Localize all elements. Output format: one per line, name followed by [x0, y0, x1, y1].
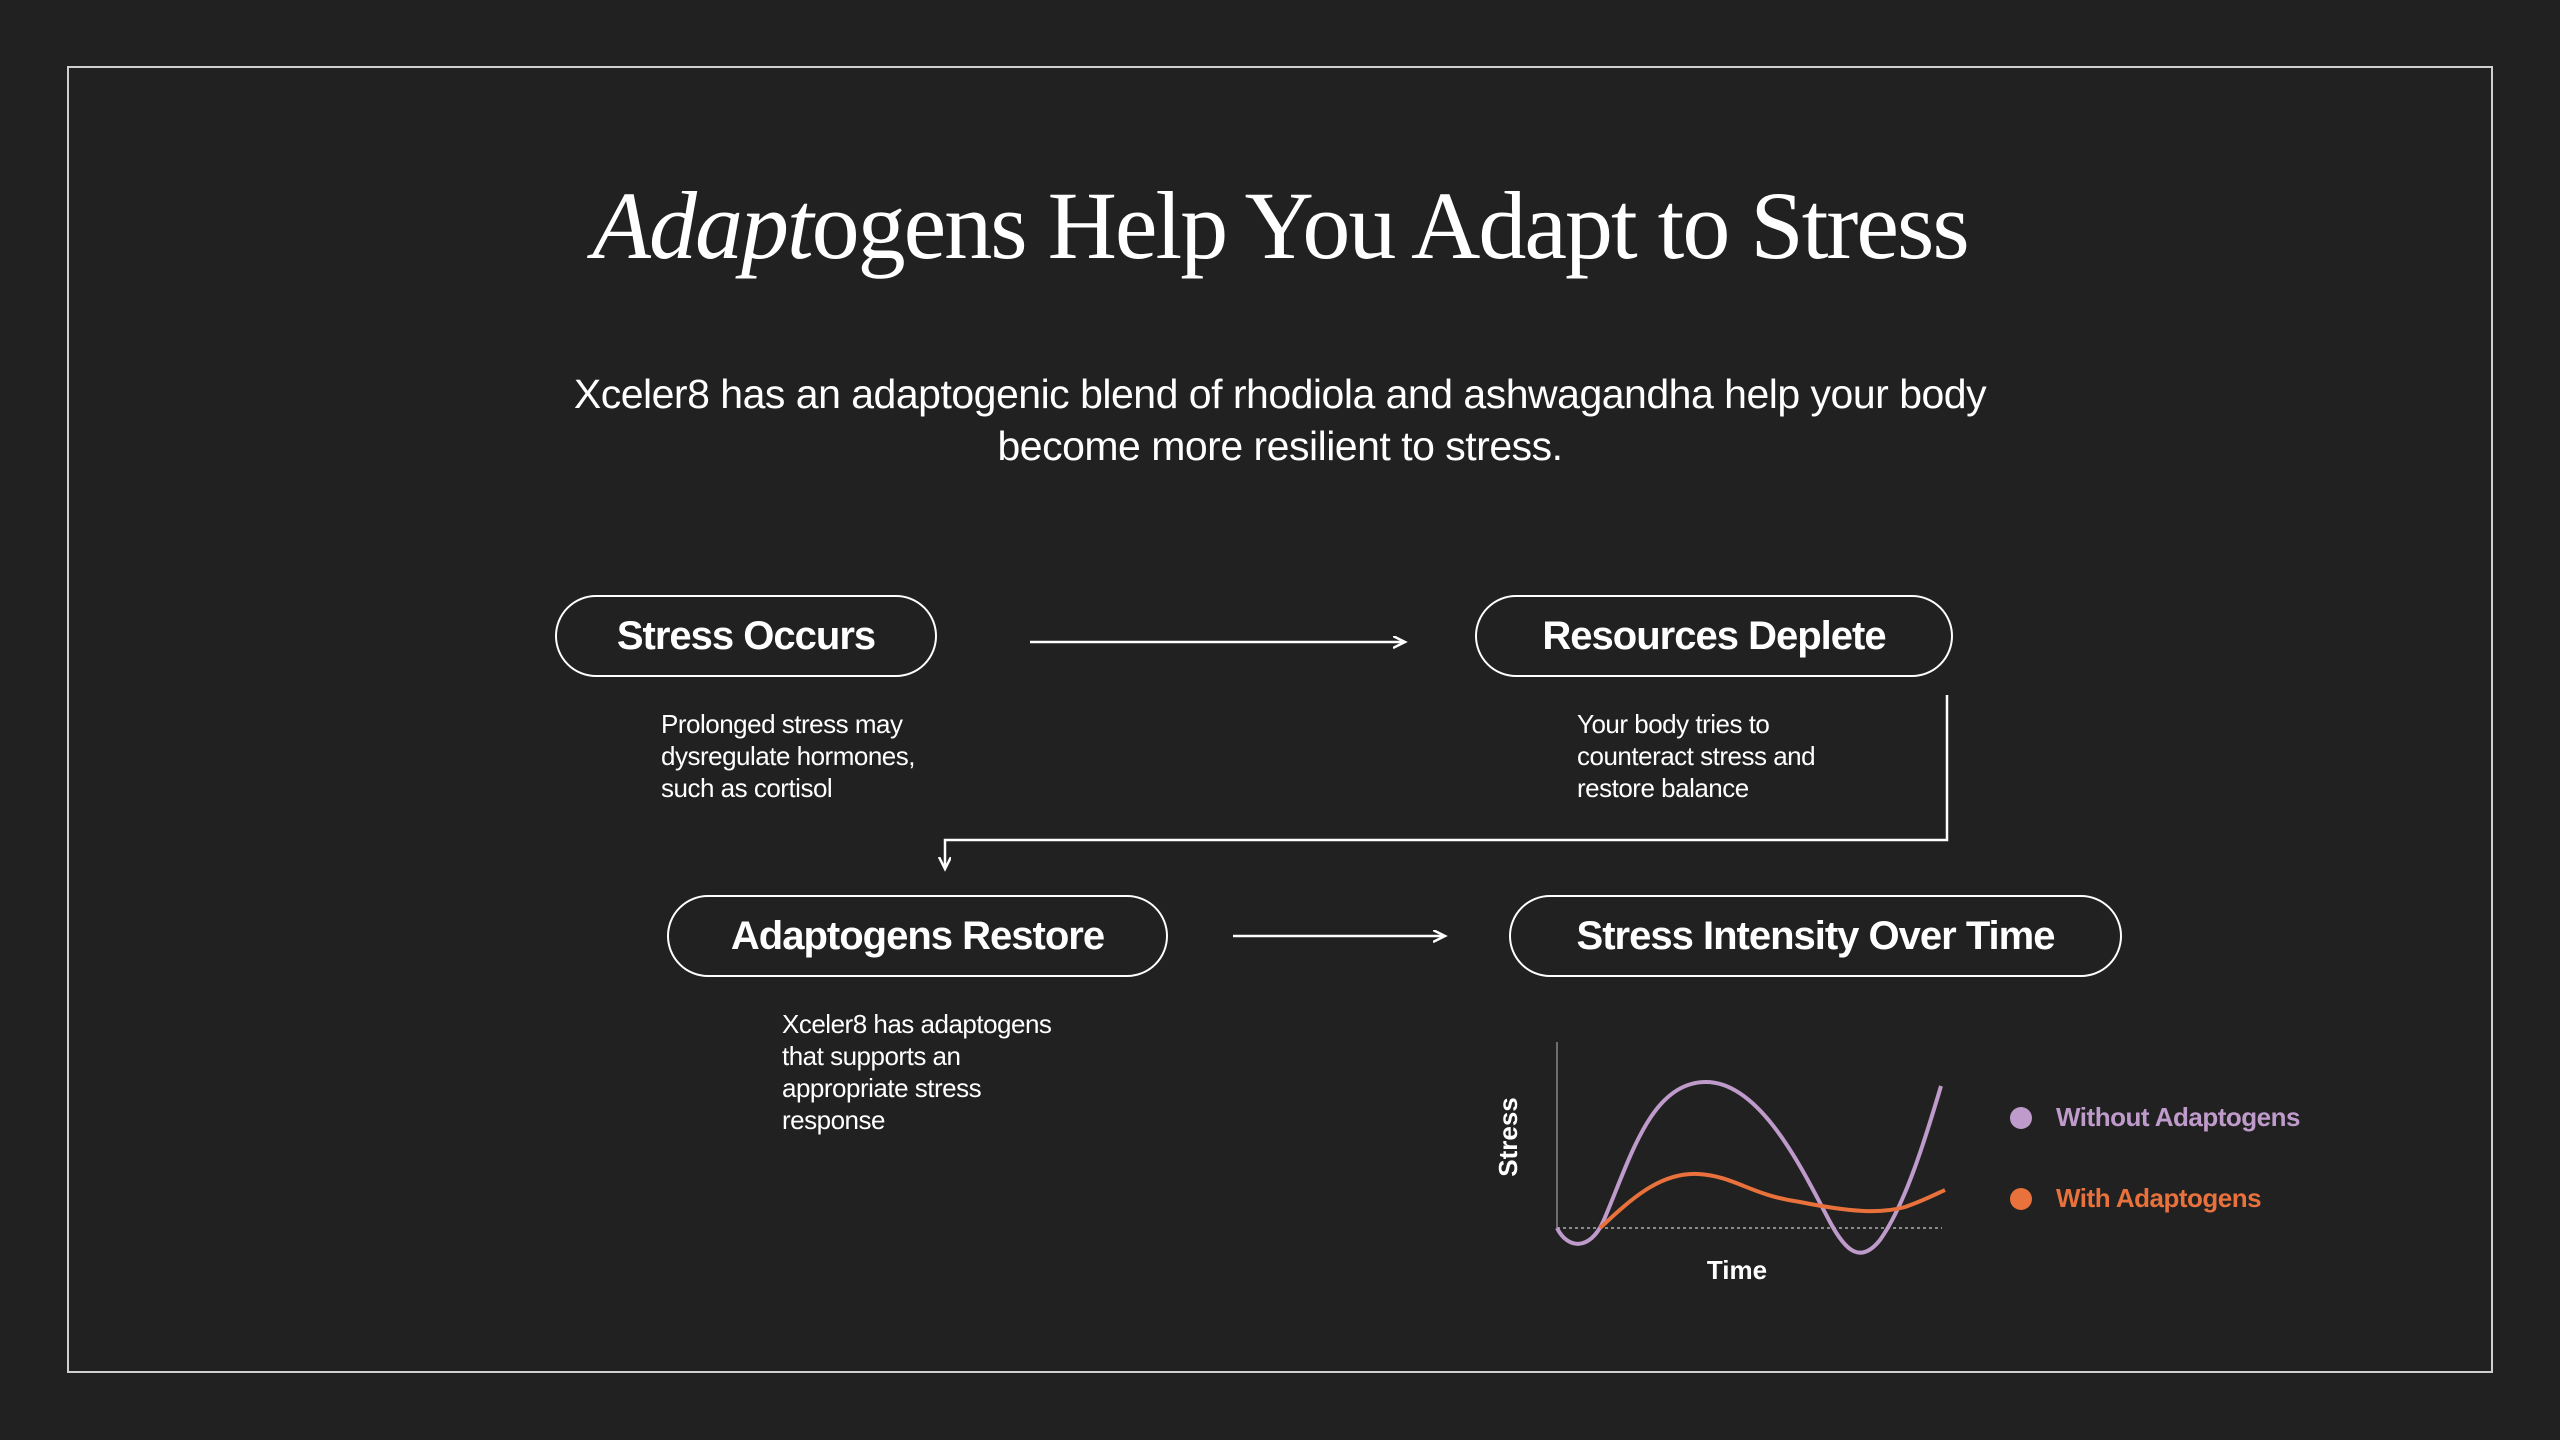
step-stress-intensity: Stress Intensity Over Time [1509, 895, 2122, 977]
legend-label-with: With Adaptogens [2056, 1183, 2262, 1213]
desc-line: Xceler8 has adaptogens [782, 1009, 1052, 1039]
slide-subtitle: Xceler8 has an adaptogenic blend of rhod… [540, 368, 2020, 472]
subtitle-line-2: become more resilient to stress. [997, 423, 1563, 469]
step-adaptogens-restore-description: Xceler8 has adaptogens that supports an … [782, 1008, 1052, 1136]
subtitle-line-1: Xceler8 has an adaptogenic blend of rhod… [573, 371, 1987, 417]
step-resources-deplete-label: Resources Deplete [1542, 613, 1886, 658]
series-with-adaptogens-line [1598, 1171, 1946, 1230]
chart-y-label: Stress [1493, 1097, 1523, 1177]
step-adaptogens-restore: Adaptogens Restore [667, 895, 1168, 977]
legend-with-adaptogens: With Adaptogens [2010, 1183, 2262, 1214]
desc-line: restore balance [1577, 773, 1749, 803]
desc-line: appropriate stress [782, 1073, 982, 1103]
slide-frame [67, 66, 2493, 1373]
title-italic-part: Adapt [592, 172, 813, 279]
desc-line: that supports an [782, 1041, 961, 1071]
slide-title: Adaptogens Help You Adapt to Stress [0, 178, 2560, 274]
title-roman-part: ogens Help You Adapt to Stress [811, 172, 1970, 279]
step-resources-deplete: Resources Deplete [1475, 595, 1953, 677]
series-without-adaptogens-line [1555, 1079, 1943, 1255]
desc-line: Your body tries to [1577, 709, 1770, 739]
desc-line: counteract stress and [1577, 741, 1816, 771]
chart-x-label: Time [1707, 1255, 1767, 1285]
step-stress-occurs-description: Prolonged stress may dysregulate hormone… [661, 708, 915, 804]
step-adaptogens-restore-label: Adaptogens Restore [730, 913, 1105, 958]
desc-line: such as cortisol [661, 773, 833, 803]
desc-line: Prolonged stress may [661, 709, 903, 739]
legend-dot-without [2010, 1106, 2032, 1129]
legend-label-without: Without Adaptogens [2056, 1102, 2300, 1132]
step-stress-occurs-label: Stress Occurs [616, 613, 876, 658]
step-stress-intensity-label: Stress Intensity Over Time [1576, 913, 2056, 958]
arrow-step2-to-step3 [945, 695, 1949, 868]
legend-dot-with [2010, 1187, 2032, 1210]
desc-line: dysregulate hormones, [661, 741, 915, 771]
legend-without-adaptogens: Without Adaptogens [2010, 1102, 2300, 1133]
step-resources-deplete-description: Your body tries to counteract stress and… [1577, 708, 1816, 804]
step-stress-occurs: Stress Occurs [555, 595, 937, 677]
desc-line: response [782, 1105, 885, 1135]
